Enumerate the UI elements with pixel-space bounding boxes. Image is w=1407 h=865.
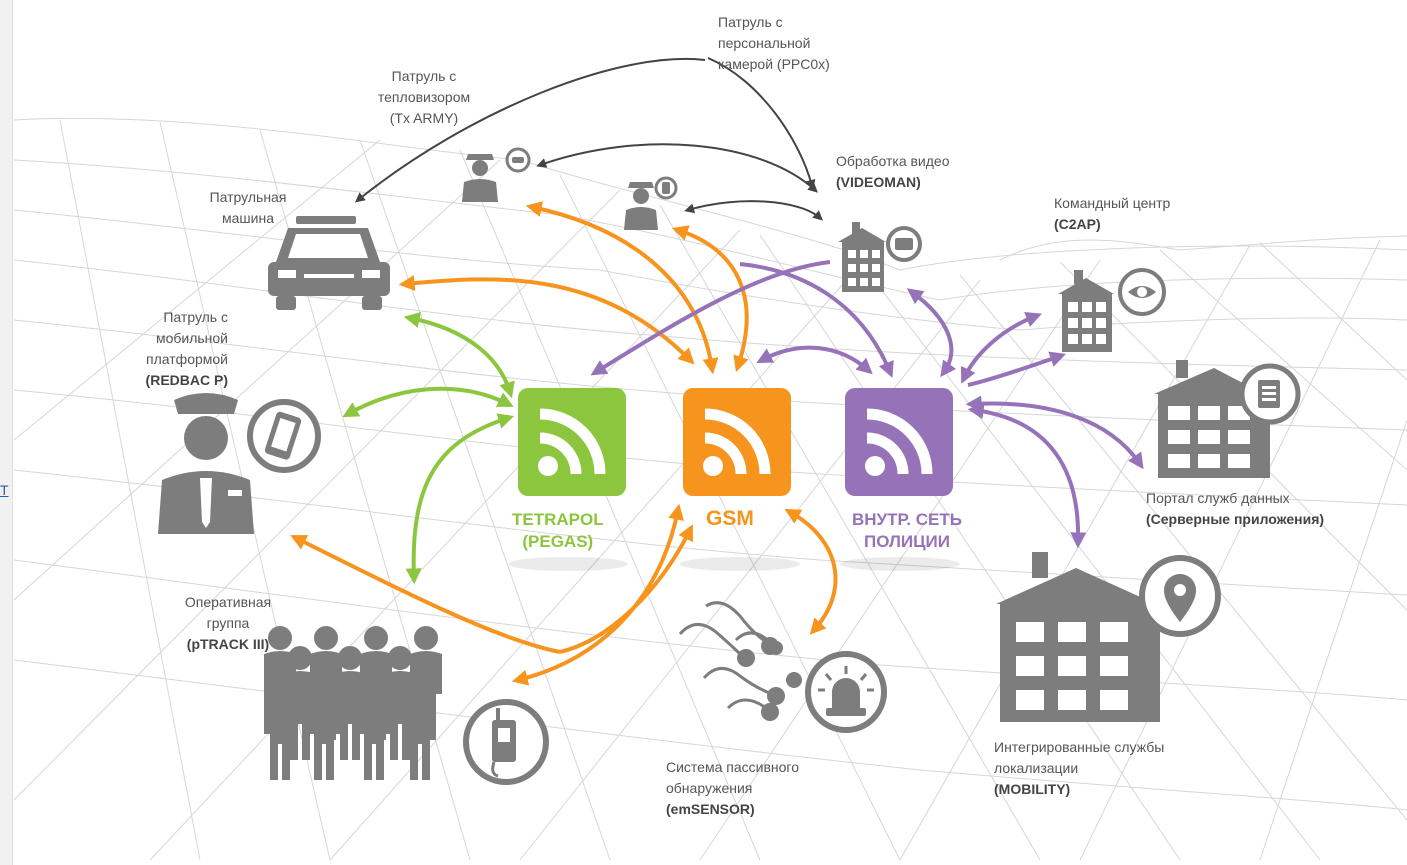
- tetrapol-label: TETRAPOL (PEGAS): [512, 509, 604, 553]
- link-internal-thermal: [590, 260, 831, 376]
- thermal-patrol-line3: (Tx ARMY): [389, 110, 459, 126]
- passive-label: Система пассивного обнаружения (emSENSOR…: [666, 757, 799, 820]
- command-label: Командный центр (C2AP): [1054, 193, 1170, 235]
- gsm-rss-icon[interactable]: [683, 388, 791, 496]
- location-line3: (MOBILITY): [994, 781, 1071, 797]
- ops-group-line2: группа: [206, 615, 250, 631]
- operative-group-icon: [264, 626, 549, 785]
- thermal-patrol-line2: тепловизором: [377, 89, 471, 105]
- tetrapol-label-line1: TETRAPOL: [512, 510, 604, 529]
- ops-group-line1: Оперативная: [184, 594, 272, 610]
- link-pps-video: [707, 57, 816, 190]
- link-gsm-ops: [511, 503, 684, 686]
- mobile-patrol-line2: мобильной: [155, 330, 228, 346]
- link-internal-video: [756, 345, 873, 375]
- camera-officer-icon: [624, 176, 678, 230]
- dark-connections: [354, 57, 823, 221]
- link-gsm-car: [398, 275, 695, 365]
- portal-line1: Портал служб данных: [1146, 490, 1290, 506]
- internal-rss-icon[interactable]: [845, 388, 953, 496]
- link-internal-videoman: [906, 288, 957, 378]
- link-internal-command: [960, 312, 1042, 384]
- pps-patrol-line1: Патруль с: [718, 14, 783, 30]
- internal-label: ВНУТР. СЕТЬ ПОЛИЦИИ: [852, 509, 962, 553]
- mobile-patrol-line1: Патруль с: [163, 309, 228, 325]
- link-internal-command2: [967, 351, 1067, 387]
- video-line2: (VIDEOMAN): [836, 174, 921, 190]
- left-scrollbar-strip: [0, 0, 13, 865]
- internal-label-line2: ПОЛИЦИИ: [863, 532, 950, 551]
- thermal-patrol-label: Патруль с тепловизором (Tx ARMY): [362, 66, 486, 129]
- passive-line3: (emSENSOR): [666, 801, 755, 817]
- internal-label-line1: ВНУТР. СЕТЬ: [852, 510, 962, 529]
- pps-patrol-line3: камерой (PPC0x): [718, 56, 830, 72]
- portal-line2: (Серверные приложения): [1146, 511, 1325, 527]
- tetrapol-label-line2: (PEGAS): [522, 532, 594, 551]
- link-pps2-video: [684, 200, 823, 221]
- patrol-car-label: Патрульная машина: [188, 187, 308, 229]
- command-line2: (C2AP): [1054, 216, 1101, 232]
- link-thermal-video: [536, 143, 818, 193]
- tile-shadow: [840, 557, 960, 571]
- gsm-connections: [290, 201, 838, 686]
- internal-connections: [590, 260, 1144, 549]
- patrol-car-line1: Патрульная: [209, 189, 287, 205]
- video-line1: Обработка видео: [836, 153, 950, 169]
- link-tetrapol-mobilepatrol: [342, 386, 514, 418]
- link-tetrapol-car: [403, 312, 515, 399]
- command-building-icon: [1058, 268, 1166, 352]
- mobile-officer-icon: [158, 393, 321, 534]
- mobile-patrol-line4: (REDBAC P): [145, 372, 228, 388]
- thermal-officer-icon: [462, 147, 531, 202]
- mobile-patrol-label: Патруль с мобильной платформой (REDBAC P…: [80, 307, 228, 391]
- portal-building-icon: [1154, 360, 1301, 478]
- video-building-icon: [838, 222, 922, 292]
- location-label: Интегрированные службы локализации (MOBI…: [994, 737, 1164, 800]
- location-line2: локализации: [994, 760, 1079, 776]
- link-gsm-passive: [784, 508, 838, 635]
- location-building-icon: [996, 552, 1221, 722]
- tetrapol-connections: [342, 312, 515, 585]
- link-tetrapol-ops: [405, 413, 515, 585]
- mobile-patrol-line3: платформой: [146, 351, 228, 367]
- thermal-patrol-line1: Патруль с: [391, 68, 457, 84]
- ops-group-label: Оперативная группа (pTRACK III): [166, 592, 290, 655]
- passive-line2: обнаружения: [666, 780, 753, 796]
- tetrapol-rss-icon[interactable]: [518, 388, 626, 496]
- video-label: Обработка видео (VIDEOMAN): [836, 151, 950, 193]
- patrol-car-line2: машина: [222, 210, 274, 226]
- patrol-car-icon: [268, 216, 390, 310]
- passive-sensors-icon: [678, 601, 887, 733]
- tile-shadow: [508, 557, 628, 571]
- link-gsm-pps: [671, 225, 749, 373]
- ops-group-line3: (pTRACK III): [186, 636, 270, 652]
- command-line1: Командный центр: [1054, 195, 1171, 211]
- tile-shadow: [680, 557, 800, 571]
- link-pps-car: [354, 58, 706, 203]
- pps-patrol-line2: персональной: [718, 35, 811, 51]
- link-internal-location: [967, 403, 1087, 549]
- portal-label: Портал служб данных (Серверные приложени…: [1146, 488, 1324, 530]
- location-line1: Интегрированные службы: [994, 739, 1165, 755]
- gsm-label: GSM: [706, 507, 754, 530]
- sidebar-link-mark[interactable]: T: [0, 482, 9, 498]
- pps-patrol-label: Патруль с персональной камерой (PPC0x): [718, 12, 830, 75]
- passive-line1: Система пассивного: [666, 759, 799, 775]
